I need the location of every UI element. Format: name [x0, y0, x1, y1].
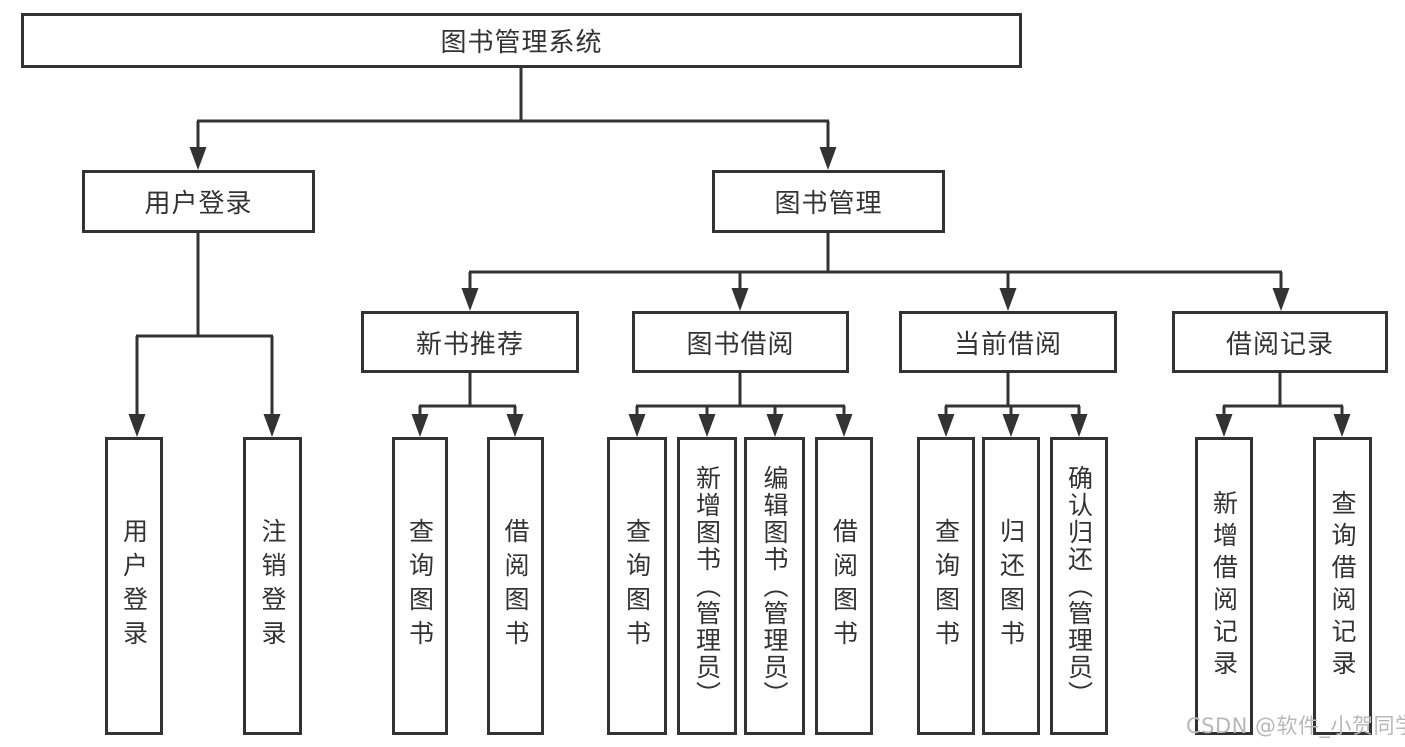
node-new-book-recommend: 新书推荐 [361, 311, 579, 373]
leaf-borrow-add-books-admin: 新增图书（管理员） [677, 437, 737, 735]
leaf-current-query-books: 查询图书 [917, 437, 975, 735]
leaf-borrow-add-books-admin-label: 新增图书（管理员） [692, 464, 722, 708]
node-book-borrow-label: 图书借阅 [686, 329, 795, 360]
node-new-book-recommend-label: 新书推荐 [415, 329, 524, 360]
node-root-label: 图书管理系统 [440, 28, 603, 58]
node-borrow-record-label: 借阅记录 [1225, 329, 1334, 360]
leaf-record-query-borrow-record-label: 查询借阅记录 [1328, 490, 1357, 682]
leaf-borrow-edit-books-admin-label: 编辑图书（管理员） [760, 464, 789, 708]
node-user-login: 用户登录 [82, 170, 315, 233]
leaf-newbook-query-books: 查询图书 [392, 437, 448, 735]
leaf-borrow-borrow-books: 借阅图书 [815, 437, 873, 735]
leaf-user-login-label: 用户登录 [119, 518, 149, 654]
node-root: 图书管理系统 [21, 13, 1022, 68]
csdn-watermark: CSDN @软件_小贺同学 [1186, 714, 1405, 738]
leaf-current-return-books-label: 归还图书 [996, 518, 1026, 654]
leaf-logout-label: 注销登录 [258, 518, 287, 654]
leaf-user-login: 用户登录 [105, 437, 163, 735]
leaf-newbook-borrow-books-label: 借阅图书 [501, 518, 530, 654]
leaf-newbook-query-books-label: 查询图书 [405, 518, 435, 654]
leaf-borrow-query-books: 查询图书 [607, 437, 667, 735]
node-user-login-label: 用户登录 [144, 189, 253, 219]
node-borrow-record: 借阅记录 [1172, 311, 1388, 373]
leaf-current-query-books-label: 查询图书 [931, 518, 961, 654]
leaf-current-return-books: 归还图书 [982, 437, 1040, 735]
leaf-record-add-borrow-record-label: 新增借阅记录 [1209, 490, 1239, 682]
node-book-borrow: 图书借阅 [632, 311, 849, 373]
leaf-current-confirm-return-admin: 确认归还（管理员） [1050, 437, 1108, 735]
node-current-borrow: 当前借阅 [899, 311, 1117, 373]
leaf-borrow-edit-books-admin: 编辑图书（管理员） [744, 437, 805, 735]
leaf-current-confirm-return-admin-label: 确认归还（管理员） [1064, 464, 1094, 708]
node-book-management: 图书管理 [712, 170, 945, 233]
leaf-record-add-borrow-record: 新增借阅记录 [1195, 437, 1253, 735]
leaf-logout: 注销登录 [243, 437, 302, 735]
leaf-record-query-borrow-record: 查询借阅记录 [1313, 437, 1372, 735]
node-current-borrow-label: 当前借阅 [953, 329, 1062, 360]
leaf-borrow-borrow-books-label: 借阅图书 [829, 518, 859, 654]
leaf-borrow-query-books-label: 查询图书 [622, 518, 652, 654]
node-book-management-label: 图书管理 [774, 189, 883, 219]
leaf-newbook-borrow-books: 借阅图书 [487, 437, 544, 735]
